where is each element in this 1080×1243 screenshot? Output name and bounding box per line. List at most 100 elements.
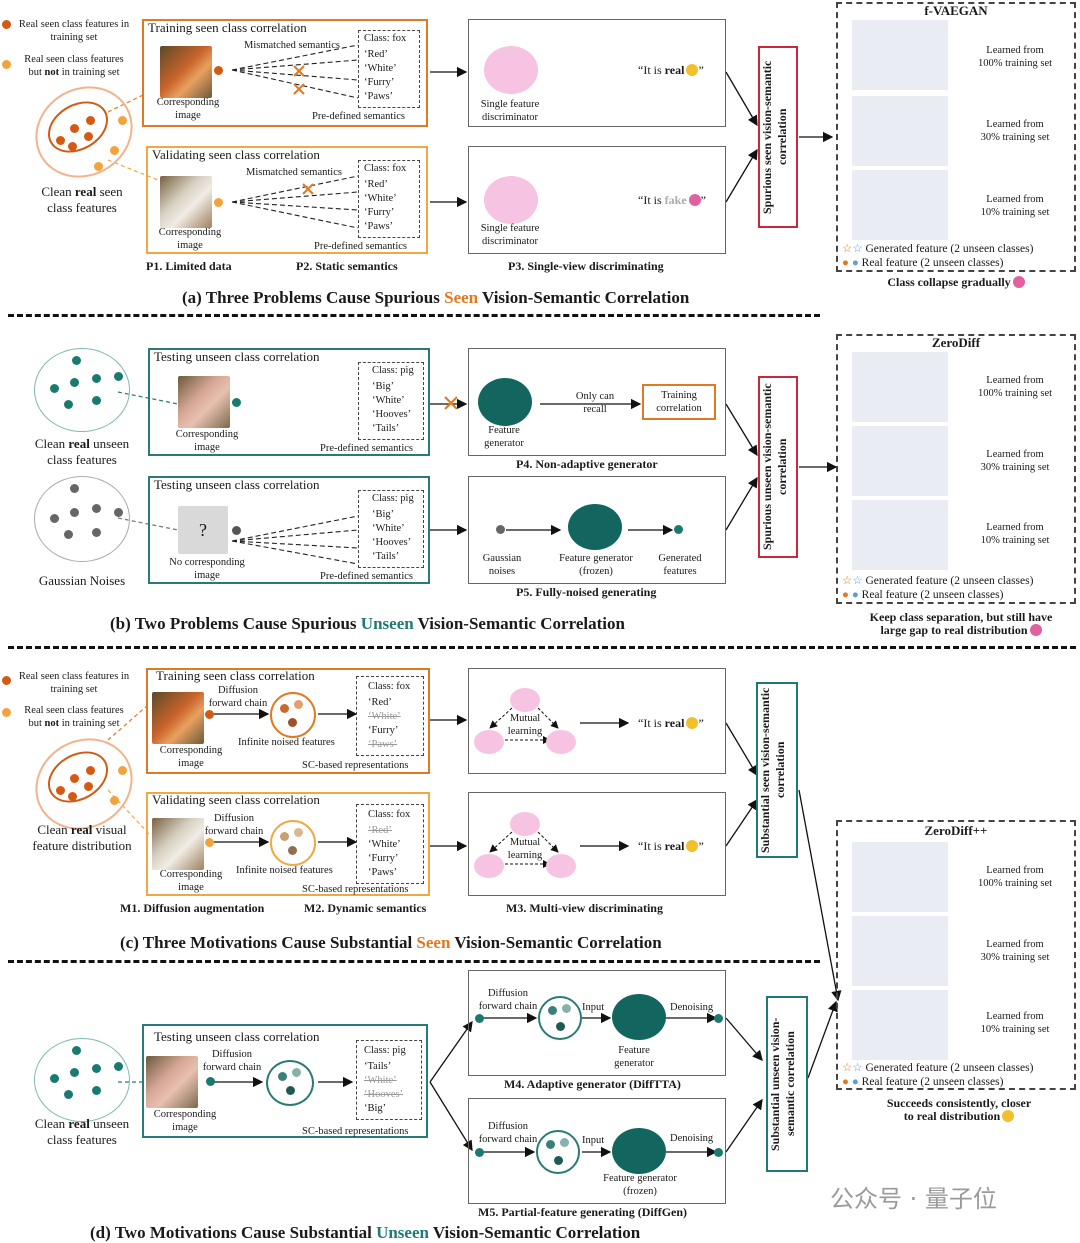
gen-feat-legend: ☆☆ Generated feature (2 unseen classes) xyxy=(842,575,1034,587)
feature-dot xyxy=(118,116,127,125)
motivation-label: M2. Dynamic semantics xyxy=(304,901,427,915)
motivation-label: M3. Multi-view discriminating xyxy=(506,901,663,915)
attr-label: ‘Paws’ xyxy=(368,739,398,750)
feature-dot xyxy=(114,1062,123,1071)
watermark: 公众号 · 量子位 xyxy=(830,1185,997,1213)
testing-title: Testing unseen class correlation xyxy=(154,1029,320,1044)
section-d-title: (d) Two Motivations Cause Substantial Un… xyxy=(90,1223,641,1242)
substantial-unseen-label: Substantial unseen vision-semantic corre… xyxy=(768,1017,797,1151)
feature-dot xyxy=(562,1004,571,1013)
zerodiff-title: ZeroDiff xyxy=(931,335,981,350)
training-correlation-chip xyxy=(642,384,716,420)
feature-dot xyxy=(475,1014,484,1023)
feature-dot xyxy=(288,718,297,727)
feature-dot xyxy=(50,514,59,523)
brain-icon xyxy=(484,46,538,94)
attr-label: ‘Red’ xyxy=(368,825,392,836)
class-label: Class: fox xyxy=(364,33,407,44)
section-a-title: (a) Three Problems Cause Spurious Seen V… xyxy=(182,288,690,307)
feature-dot xyxy=(714,1014,723,1023)
noise-ellipse xyxy=(34,476,130,562)
pig-image xyxy=(146,1056,198,1108)
class-label: Class: fox xyxy=(368,809,411,820)
clean-seen-label: Clean real seen class features xyxy=(41,184,123,215)
tsne-plot-10 xyxy=(852,500,948,570)
training-title: Training seen class correlation xyxy=(148,20,307,35)
divider xyxy=(8,960,820,963)
feature-dot xyxy=(110,796,119,805)
testing-correlation-box-noise xyxy=(148,476,430,584)
problem-label: P5. Fully-noised generating xyxy=(516,585,657,599)
feature-dot xyxy=(214,198,223,207)
brain-icon xyxy=(478,378,532,426)
brain-icon xyxy=(510,812,540,836)
feature-dot xyxy=(92,396,101,405)
spurious-seen-box xyxy=(758,46,798,228)
sad-emoji-icon xyxy=(688,194,701,206)
happy-emoji-icon xyxy=(686,840,699,852)
feature-dot xyxy=(92,1086,101,1095)
mismatched-label: Mismatched semantics xyxy=(244,40,340,51)
substantial-seen-box xyxy=(756,682,798,858)
clean-unseen-label: Clean real unseen class features xyxy=(34,436,130,467)
spurious-seen-label: Spurious seen vision-semantic correlatio… xyxy=(760,60,789,214)
brain-icon xyxy=(612,994,666,1040)
divider xyxy=(8,646,1076,649)
spurious-unseen-box xyxy=(758,376,798,558)
attr-label: ‘Red’ xyxy=(364,179,388,190)
training-correlation-box xyxy=(146,668,430,774)
tsne-plot-30 xyxy=(852,96,948,166)
sc-based-label: SC-based representations xyxy=(302,1126,409,1137)
feature-dot xyxy=(294,700,303,709)
semantics-box xyxy=(358,490,424,568)
brain-icon xyxy=(546,730,576,754)
unseen-features-ellipse xyxy=(34,348,130,432)
pig-image xyxy=(178,376,230,428)
seen-train-dot xyxy=(2,20,11,29)
partial-feature-box xyxy=(468,1098,726,1204)
seen-not-train-dot xyxy=(2,60,11,69)
predefined-label: Pre-defined semantics xyxy=(312,111,406,122)
real-quote: “It is real” xyxy=(638,63,704,77)
infinite-noised-label: Infinite noised features xyxy=(238,737,335,748)
attr-label: ‘Tails’ xyxy=(364,1061,392,1072)
feature-dot xyxy=(214,66,223,75)
feature-dot xyxy=(86,766,95,775)
brain-icon xyxy=(612,1128,666,1174)
feature-dot xyxy=(50,1074,59,1083)
motivation-label: M5. Partial-feature generating (DiffGen) xyxy=(478,1205,688,1219)
brain-icon xyxy=(510,688,540,712)
feature-dot xyxy=(205,710,214,719)
attr-label: ‘Paws’ xyxy=(364,91,394,102)
fake-quote: “It is fake” xyxy=(638,193,706,207)
attr-label: ‘Tails’ xyxy=(372,551,400,562)
brain-icon xyxy=(474,730,504,754)
attr-label: ‘Hooves’ xyxy=(372,409,412,420)
class-label: Class: pig xyxy=(364,1045,406,1056)
feature-dot xyxy=(72,1046,81,1055)
zerodiffpp-title: ZeroDiff++ xyxy=(924,823,988,838)
feature-dot xyxy=(70,484,79,493)
fvaegan-title: f-VAEGAN xyxy=(924,3,988,18)
frozen-generator-label: Feature generator(frozen) xyxy=(559,553,633,577)
generating-box xyxy=(468,476,726,584)
feature-dot xyxy=(560,1138,569,1147)
unseen-features-ellipse xyxy=(34,1038,130,1122)
attr-label: ‘Furry’ xyxy=(364,207,395,218)
attr-label: ‘White’ xyxy=(372,523,405,534)
class-label: Class: fox xyxy=(368,681,411,692)
substantial-unseen-box xyxy=(766,996,808,1172)
problem-label: P1. Limited data xyxy=(146,259,232,273)
multi-view-box-1 xyxy=(468,668,726,774)
